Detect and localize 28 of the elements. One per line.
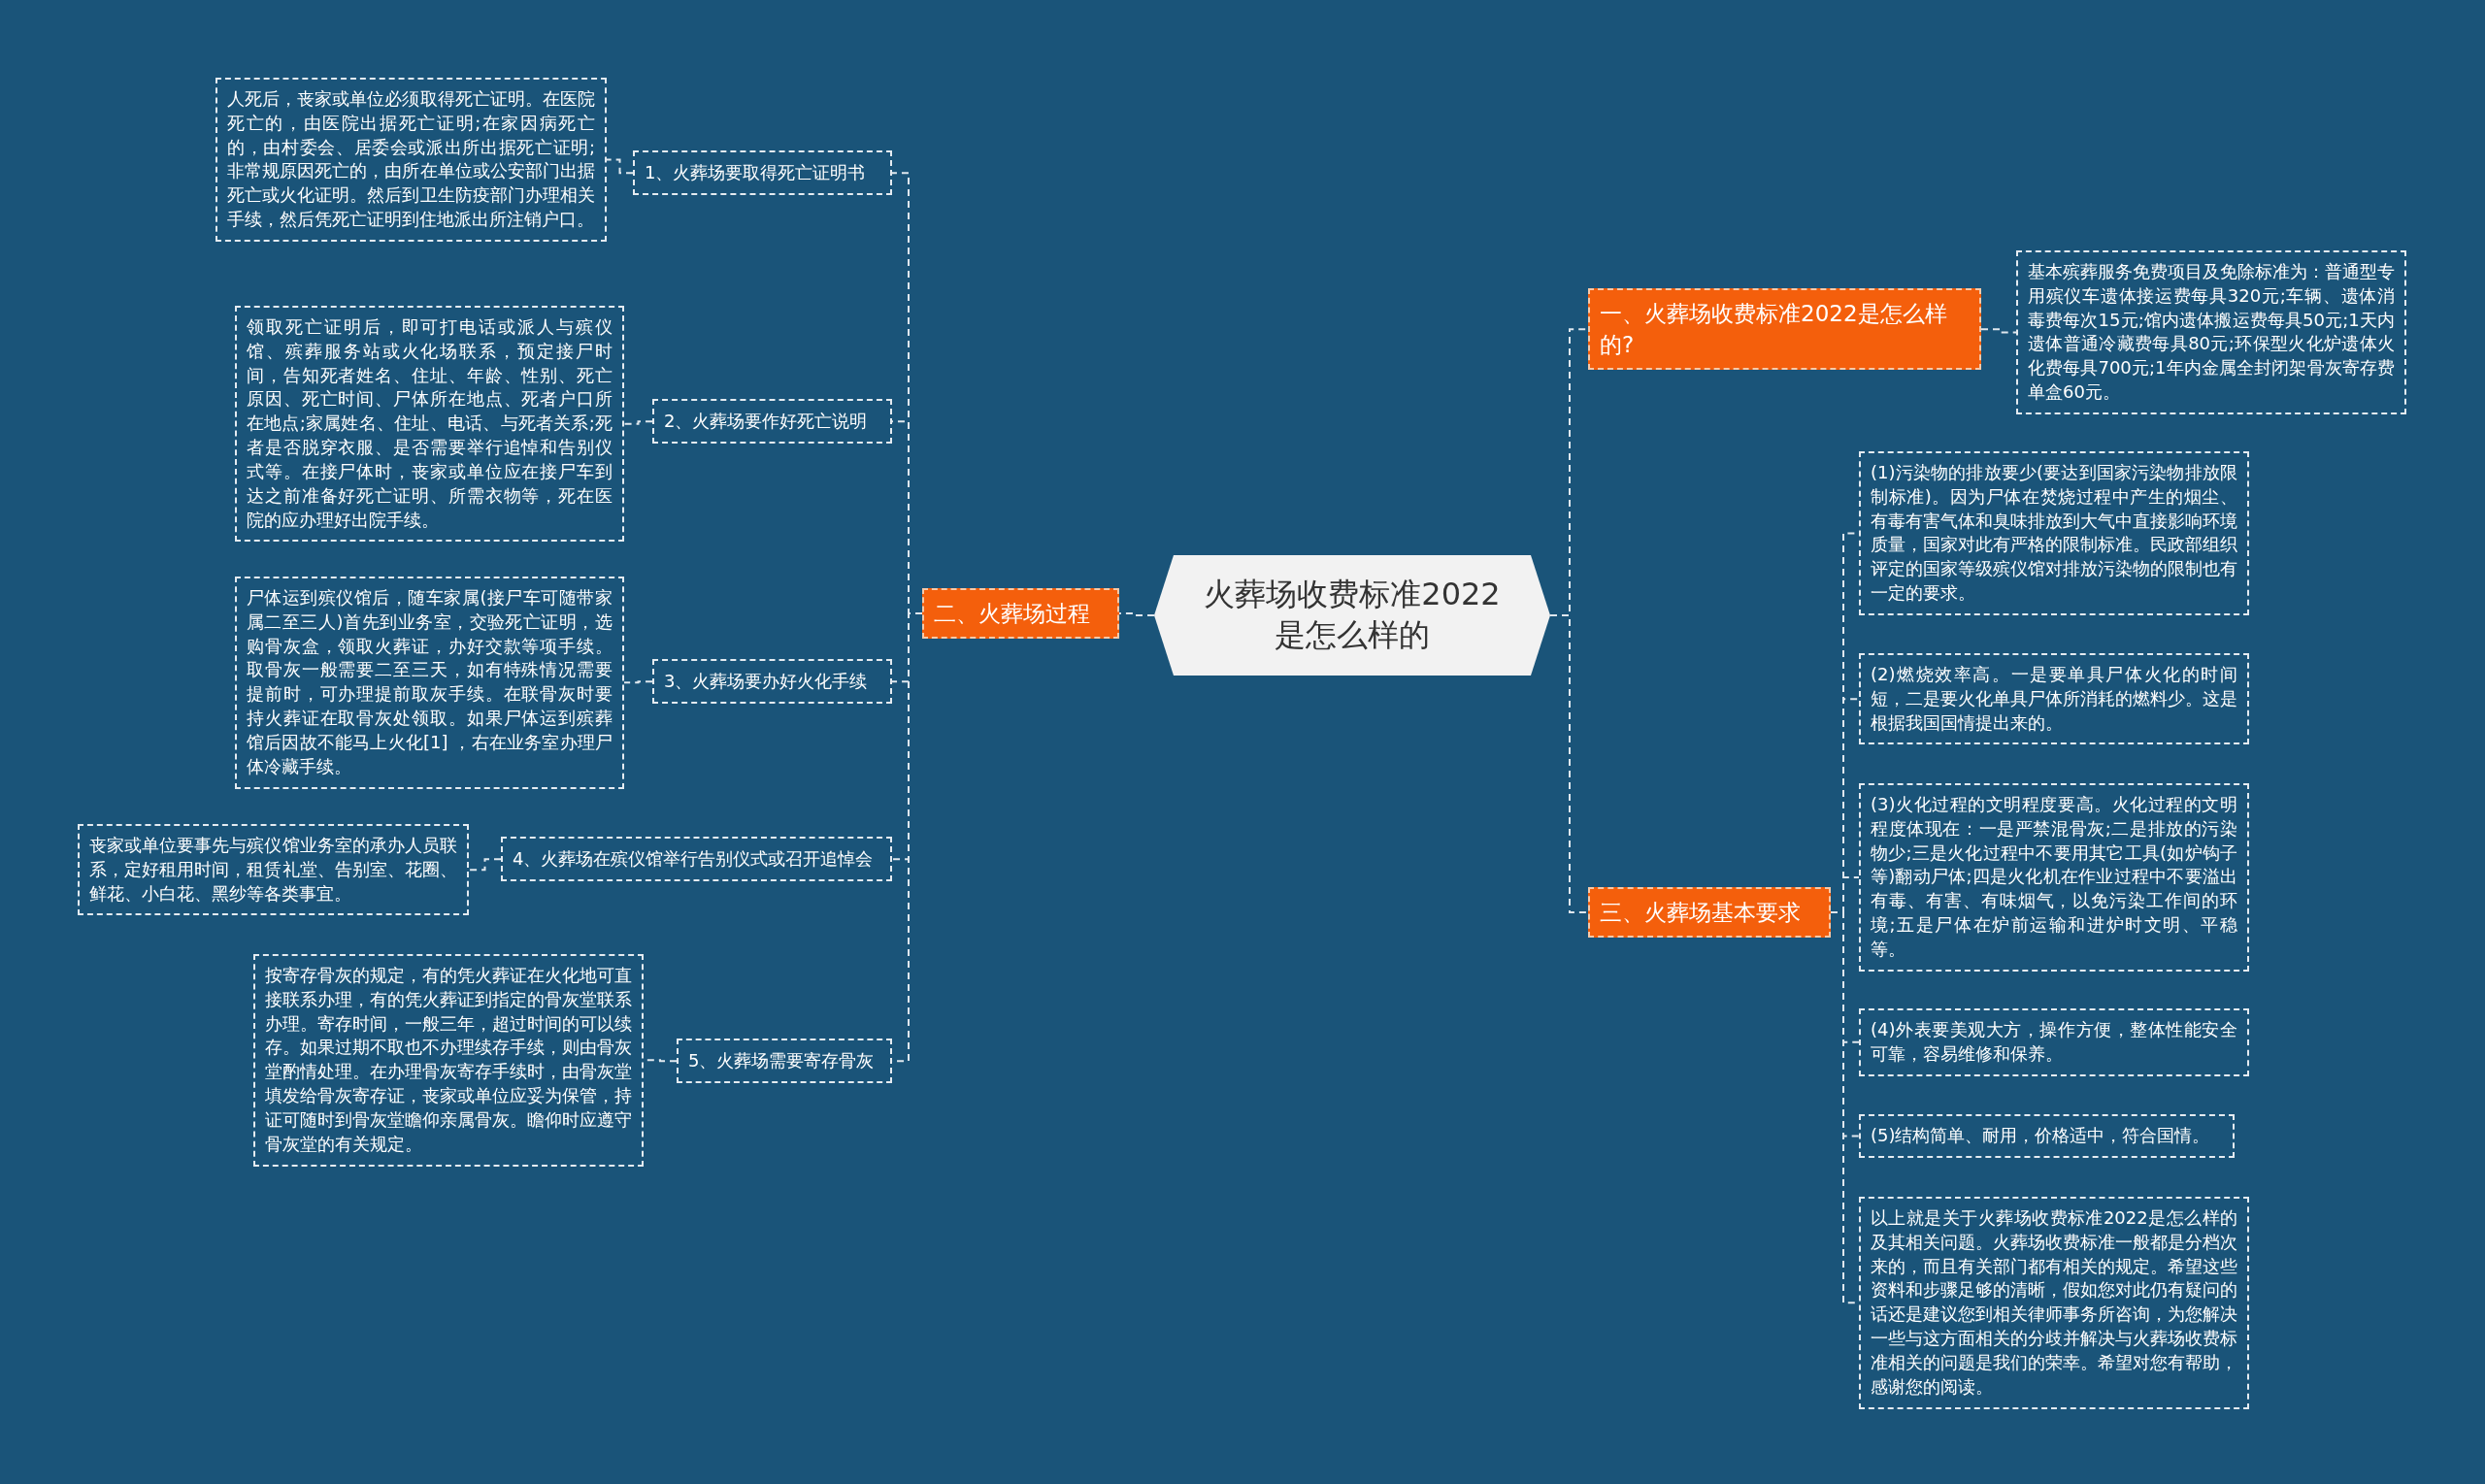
note-box: 以上就是关于火葬场收费标准2022是怎么样的及其相关问题。火葬场收费标准一般都是分档次来的，而且有关部门都有相关的规定。希望这些资料和步骤足够的清晰，假如您对此仍有疑问的话还是建议您到相关律师事务所咨询，为您解决一些与这方面相关的分歧并解决与火葬场收费标准相关的问题是我们的荣幸。希望对您有帮助，感谢您的阅读。: [1859, 1197, 2249, 1409]
connector-line: [606, 158, 634, 175]
note-box: 按寄存骨灰的规定，有的凭火葬证在火化地可直接联系办理，有的凭火葬证到指定的骨灰堂联系办理。寄存时间，一般三年，超过时间的可以续存。如果过期不取也不办理续存手续，则由骨灰堂酌情处理。在办理骨灰寄存手续时，由骨灰堂填发给骨灰寄存证，丧家或单位应妥为保管，持证可随时到骨灰堂瞻仰亲属骨灰。瞻仰时应遵守骨灰堂的有关规定。: [253, 954, 644, 1167]
connector-line: [623, 680, 653, 684]
note-box: (1)污染物的排放要少(要达到国家污染物排放限制标准)。因为尸体在焚烧过程中产生的烟尘、有毒有害气体和臭味排放到大气中直接影响环境质量，国家对此有严格的限制标准。民政部组织评定的国家等级殡仪馆对排放污染物的限制也有一定的要求。: [1859, 451, 2249, 615]
subtopic-box: 1、火葬场要取得死亡证明书: [633, 150, 892, 196]
note-box: 人死后，丧家或单位必须取得死亡证明。在医院死亡的，由医院出据死亡证明;在家因病死亡的，由村委会、居委会或派出所出据死亡证明;非常规原因死亡的，由所在单位或公安部门出据死亡或火化证明。然后到卫生防疫部门办理相关手续，然后凭死亡证明到住地派出所注销户口。: [215, 78, 607, 242]
note-box: (5)结构简单、耐用，价格适中，符合国情。: [1859, 1114, 2235, 1158]
subtopic-box: 5、火葬场需要寄存骨灰: [677, 1039, 892, 1084]
branch-topic: 二、火葬场过程: [922, 588, 1119, 640]
subtopic-box: 4、火葬场在殡仪馆举行告别仪式或召开追悼会: [501, 837, 892, 882]
branch-topic: 一、火葬场收费标准2022是怎么样的?: [1588, 288, 1981, 371]
central-topic: 火葬场收费标准2022是怎么样的: [1154, 555, 1550, 676]
note-box: (2)燃烧效率高。一是要单具尸体火化的时间短，二是要火化单具尸体所消耗的燃料少。这是根据我国国情提出来的。: [1859, 653, 2249, 745]
connector-line: [1549, 614, 1589, 914]
connector-line: [1980, 328, 2017, 334]
note-box: 丧家或单位要事先与殡仪馆业务室的承办人员联系，定好租用时间，租赁礼堂、告别室、花圈、鲜花、小白花、黑纱等各类事宜。: [78, 824, 469, 916]
connector-line: [1118, 612, 1155, 616]
connector-line: [468, 858, 502, 872]
note-box: 领取死亡证明后，即可打电话或派人与殡仪馆、殡葬服务站或火化场联系，预定接尸时间，告知死者姓名、住址、年龄、性别、死亡原因、死亡时间、尸体所在地点、死者户口所在地点;家属姓名、住址、电话、与死者关系;死者是否脱穿衣服、是否需要举行追悼和告别仪式等。在接尸体时，丧家或单位应在接尸车到达之前准备好死亡证明、所需衣物等，死在医院的应办理好出院手续。: [235, 306, 624, 543]
connector-line: [623, 420, 653, 425]
branch-topic: 三、火葬场基本要求: [1588, 887, 1831, 939]
note-box: (4)外表要美观大方，操作方便，整体性能安全可靠，容易维修和保养。: [1859, 1008, 2249, 1076]
subtopic-box: 2、火葬场要作好死亡说明: [652, 399, 892, 445]
note-box: 尸体运到殡仪馆后，随车家属(接尸车可随带家属二至三人)首先到业务室，交验死亡证明，选购骨灰盒，领取火葬证，办好交款等项手续。取骨灰一般需要二至三天，如有特殊情况需要提前时，可办理提前取灰手续。在联骨灰时要持火葬证在取骨灰处领取。如果尸体运到殡葬馆后因故不能马上火化[1] ，右在业务室办理尸体冷藏手续。: [235, 577, 624, 789]
note-box: 基本殡葬服务免费项目及免除标准为：普通型专用殡仪车遗体接运费每具320元;车辆、遗体消毒费每次15元;馆内遗体搬运费每具50元;1天内遗体普通冷藏费每具80元;环保型火化炉遗体火化费每具700元;1年内金属全封闭架骨灰寄存费单盒60元。: [2016, 250, 2406, 414]
subtopic-box: 3、火葬场要办好火化手续: [652, 659, 892, 705]
note-box: (3)火化过程的文明程度要高。火化过程的文明程度体现在：一是严禁混骨灰;二是排放的污染物少;三是火化过程中不要用其它工具(如炉钩子等)翻动尸体;四是火化机在作业过程中不要溢出有毒、有害、有味烟气，以免污染工作间的环境;五是尸体在炉前运输和进炉时文明、平稳等。: [1859, 783, 2249, 972]
